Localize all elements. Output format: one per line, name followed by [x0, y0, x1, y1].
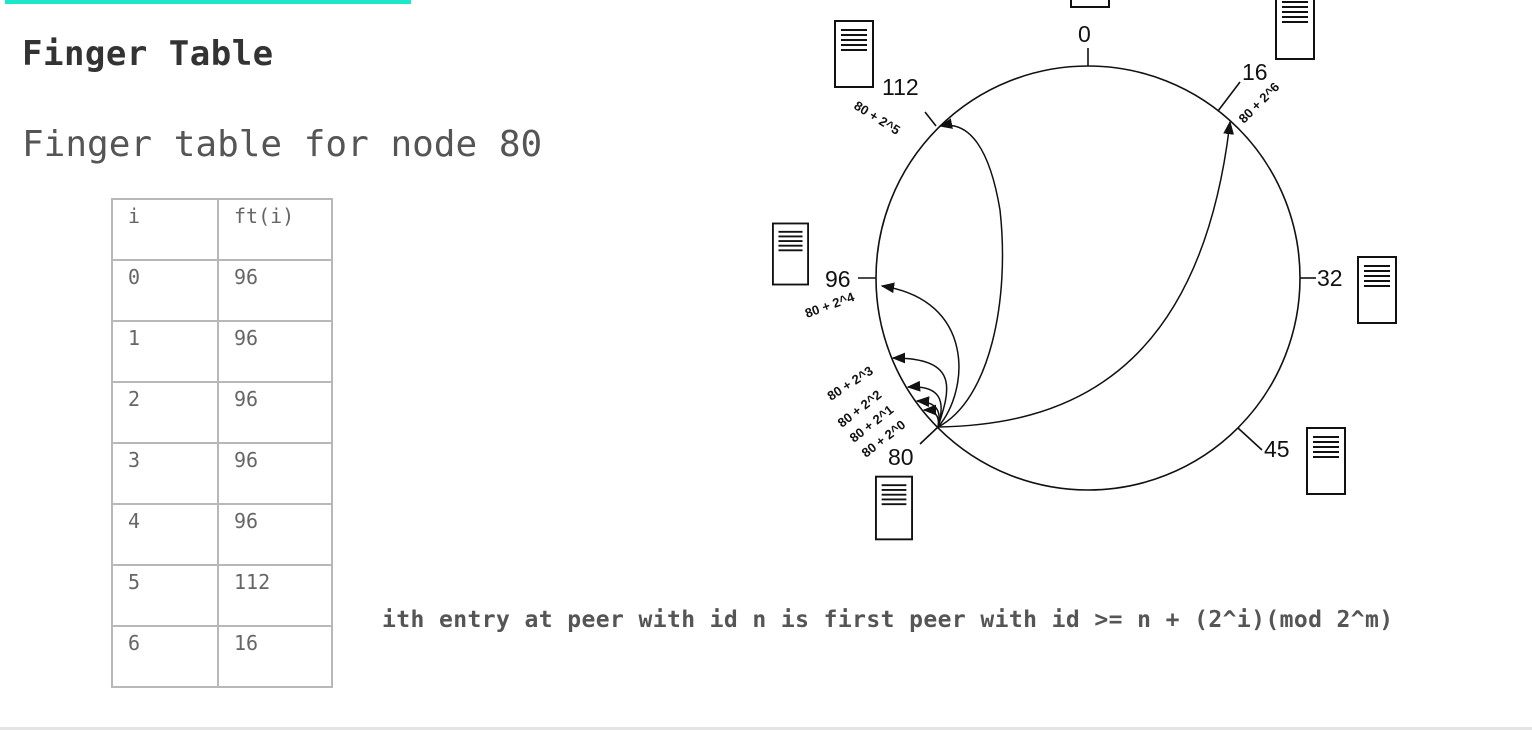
table-row: 1 96	[111, 320, 333, 383]
finger-label-6: 80 + 2^6	[1236, 79, 1283, 126]
node-labels: 0 16 32 45 80 96 112	[825, 21, 1343, 470]
server-icon	[1275, 0, 1315, 60]
table-row: 2 96	[111, 381, 333, 444]
cell-i: 6	[111, 625, 219, 688]
cell-ft: 96	[217, 442, 333, 505]
finger-labels: 80 + 2^6 80 + 2^5 80 + 2^4 80 + 2^3 80 +…	[803, 79, 1283, 460]
cell-i: 4	[111, 503, 219, 566]
finger-label-5: 80 + 2^5	[851, 98, 902, 138]
cell-ft: 112	[217, 564, 333, 627]
server-icon	[1070, 0, 1110, 8]
table-row: 6 16	[111, 625, 333, 688]
node-label-16: 16	[1242, 59, 1268, 85]
node-label-45: 45	[1264, 436, 1290, 462]
slide-title: Finger Table	[22, 34, 274, 74]
cell-i: 3	[111, 442, 219, 505]
finger-label-4: 80 + 2^4	[803, 289, 857, 321]
finger-formula: ith entry at peer with id n is first pee…	[382, 607, 1394, 633]
table-row: 5 112	[111, 564, 333, 627]
server-icon	[875, 475, 913, 541]
server-icon	[1357, 255, 1397, 325]
cell-i: 5	[111, 564, 219, 627]
cell-ft: 96	[217, 381, 333, 444]
server-icon	[772, 222, 809, 286]
finger-arrows	[880, 118, 1234, 428]
node-label-32: 32	[1317, 265, 1343, 291]
cell-ft: 96	[217, 259, 333, 322]
cell-i: 0	[111, 259, 219, 322]
node-label-0: 0	[1078, 21, 1091, 47]
column-header-i: i	[111, 198, 219, 261]
column-header-ft: ft(i)	[217, 198, 333, 261]
bottom-divider	[0, 727, 1532, 730]
cell-ft: 16	[217, 625, 333, 688]
accent-bar	[5, 0, 411, 4]
node-label-112: 112	[882, 74, 919, 100]
server-icon	[1306, 426, 1346, 496]
table-header-row: i ft(i)	[111, 198, 333, 261]
chord-ring-diagram: 0 16 32 45 80 96 112 80 + 2^6 80 + 2^5 8…	[772, 0, 1397, 541]
node-label-96: 96	[825, 266, 851, 292]
table-row: 0 96	[111, 259, 333, 322]
cell-ft: 96	[217, 503, 333, 566]
node-label-80: 80	[888, 444, 914, 470]
position-ticks	[858, 48, 1316, 451]
slide-subtitle: Finger table for node 80	[22, 124, 543, 165]
cell-i: 1	[111, 320, 219, 383]
cell-i: 2	[111, 381, 219, 444]
cell-ft: 96	[217, 320, 333, 383]
table-row: 3 96	[111, 442, 333, 505]
table-row: 4 96	[111, 503, 333, 566]
finger-table: i ft(i) 0 96 1 96 2 96 3 96 4 96 5 112 6…	[111, 198, 333, 688]
server-icon	[834, 19, 874, 89]
